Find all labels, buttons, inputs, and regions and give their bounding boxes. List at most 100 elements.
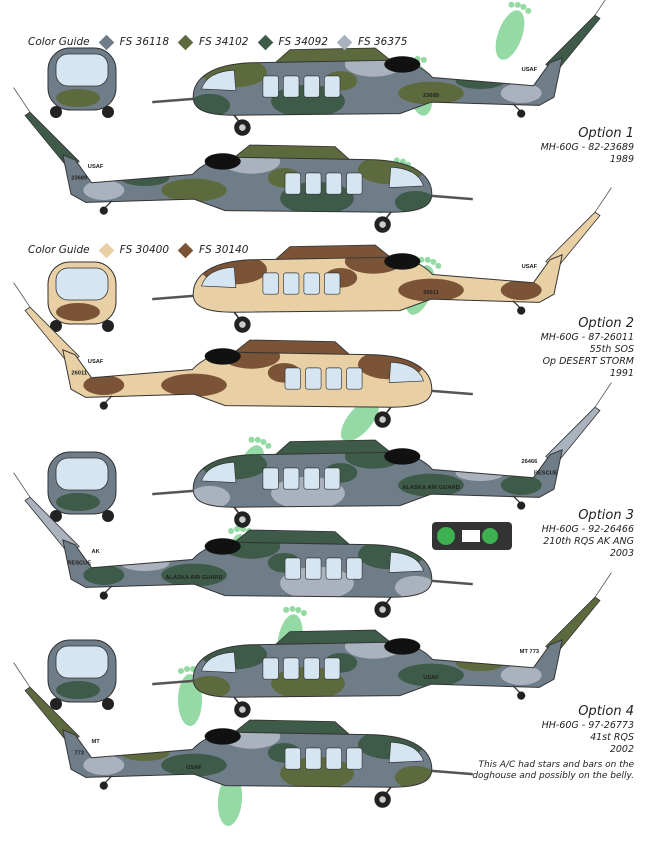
- tag-window: [462, 530, 480, 542]
- cabin-window: [284, 172, 301, 195]
- option-line: Op DESERT STORM: [542, 356, 634, 367]
- cockpit-window: [200, 461, 237, 483]
- footprint-toe: [435, 262, 442, 269]
- color-guide-label: Color Guide: [28, 244, 90, 256]
- option-line: 2003: [609, 548, 634, 559]
- cabin-window: [324, 467, 341, 490]
- cabin-window: [324, 657, 341, 680]
- option-line: HH-60G - 92-26466: [541, 524, 634, 535]
- cabin-window: [324, 272, 341, 295]
- swatch-fs36375: [336, 34, 353, 50]
- tail-wheel: [99, 781, 108, 790]
- helicopter-front-view: [47, 451, 117, 522]
- aircraft-marking: 26011: [71, 370, 87, 376]
- refuel-probe: [152, 294, 194, 301]
- cabin-window: [284, 367, 301, 390]
- front-wheel: [50, 106, 62, 118]
- footprint-sole: [495, 10, 525, 60]
- front-wheel: [50, 510, 62, 522]
- color-guide-1: Color Guide FS 36118 FS 34102 FS 34092 F…: [28, 34, 407, 50]
- cabin-window: [283, 657, 300, 680]
- footprint-toe: [424, 256, 431, 263]
- camo-patch: [83, 565, 125, 585]
- footprint-toe: [420, 56, 427, 63]
- tail-wheel: [517, 501, 526, 510]
- aircraft-marking: USAF: [186, 765, 202, 771]
- cabin-window: [346, 747, 363, 770]
- option-line: MH-60G - 82-23689: [540, 142, 634, 153]
- camo-patch: [56, 681, 100, 699]
- camo-patch: [398, 278, 464, 302]
- exhaust-shield: [204, 153, 241, 170]
- body-outline: [62, 729, 433, 788]
- tail-antenna: [594, 382, 612, 408]
- cabin-window: [325, 367, 342, 390]
- option-line: 41st RQS: [590, 732, 634, 743]
- swatch-label: FS 36118: [119, 36, 170, 48]
- cabin-window: [325, 557, 342, 580]
- camo-patch: [120, 364, 170, 381]
- option-title: Option 4: [578, 704, 634, 719]
- exhaust-shield: [204, 728, 241, 745]
- swatch-label: FS 34092: [278, 36, 328, 48]
- camo-patch: [56, 303, 100, 321]
- exhaust-shield: [384, 638, 421, 655]
- tail-wheel: [99, 401, 108, 410]
- footprint-toe: [283, 606, 290, 613]
- swatch-label: FS 34102: [199, 36, 249, 48]
- wheel-hub: [379, 416, 386, 423]
- tail-antenna: [13, 87, 31, 113]
- footprint-toe: [228, 528, 234, 534]
- option-title: Option 1: [578, 126, 634, 141]
- footprint-toe: [300, 610, 307, 617]
- cockpit-window: [388, 741, 425, 763]
- exhaust-shield: [204, 348, 241, 365]
- footprint-toe: [430, 258, 437, 265]
- camo-patch: [398, 473, 464, 497]
- cabin-window: [325, 747, 342, 770]
- helicopter-front-view: [47, 47, 117, 118]
- cabin-window: [305, 172, 322, 195]
- refuel-probe: [152, 97, 194, 104]
- footprint-toe: [520, 3, 527, 10]
- camo-patch: [56, 493, 100, 511]
- cabin-window: [303, 657, 320, 680]
- camo-patch: [455, 72, 505, 89]
- cabin-window: [262, 467, 279, 490]
- footprint-toe: [295, 606, 302, 613]
- camo-patch: [500, 475, 542, 495]
- aircraft-marking: USAF: [88, 164, 104, 170]
- helicopter-front-view: [47, 639, 117, 710]
- tail-wheel: [99, 591, 108, 600]
- aircraft-marking: USAF: [423, 675, 439, 681]
- aircraft-marking: MT: [91, 739, 100, 745]
- footprint-toe: [508, 1, 515, 8]
- camo-patch: [455, 269, 505, 286]
- wheel-hub: [239, 321, 246, 328]
- aircraft-marking: RESCUE: [67, 560, 91, 566]
- option-line: 1991: [609, 368, 634, 379]
- exhaust-shield: [384, 56, 421, 73]
- windscreen: [55, 457, 109, 491]
- option-line: MH-60G - 87-26011: [540, 332, 634, 343]
- footprint-toe: [248, 436, 255, 443]
- cockpit-window: [388, 166, 425, 188]
- cabin-window: [283, 467, 300, 490]
- tail-antenna: [594, 187, 612, 213]
- cabin-window: [284, 747, 301, 770]
- cockpit-window: [388, 361, 425, 383]
- tail-wheel: [517, 306, 526, 315]
- footprint-toe: [254, 436, 261, 443]
- exhaust-shield: [204, 538, 241, 555]
- camo-patch: [455, 654, 505, 671]
- cabin-window: [346, 172, 363, 195]
- cabin-window: [284, 557, 301, 580]
- option-line: 55th SOS: [589, 344, 634, 355]
- cabin-window: [305, 367, 322, 390]
